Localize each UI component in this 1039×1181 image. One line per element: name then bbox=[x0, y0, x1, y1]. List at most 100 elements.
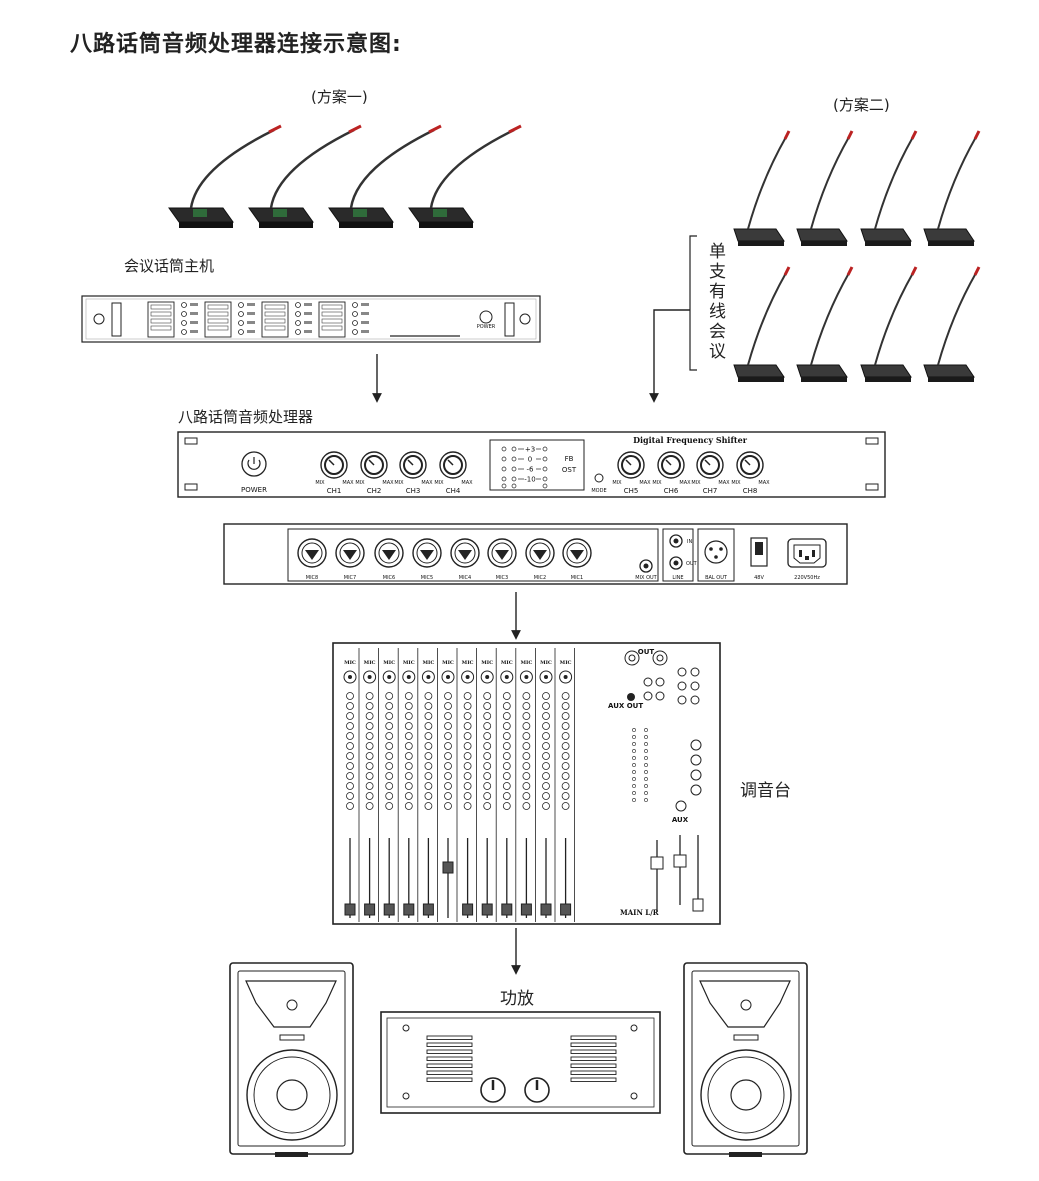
processor-brand: Digital Frequency Shifter bbox=[633, 435, 748, 445]
left-speaker bbox=[229, 962, 354, 1157]
mixer-channel-strip: MIC bbox=[421, 648, 438, 922]
knob-max-text: MAX bbox=[421, 480, 433, 486]
mixer-level-meter bbox=[632, 728, 648, 802]
mixer-out-text: OUT bbox=[638, 648, 655, 656]
xlr-input-label: MIC3 bbox=[496, 575, 508, 581]
receiver-slot bbox=[261, 301, 312, 338]
xlr-input: MIC3 bbox=[487, 538, 517, 581]
host-power-text: POWER bbox=[477, 324, 496, 330]
knob-max-text: MAX bbox=[679, 480, 691, 486]
xlr-input-label: MIC7 bbox=[344, 575, 356, 581]
mixer-channel-strip: MIC bbox=[343, 648, 360, 922]
wired-desk-mic bbox=[796, 130, 854, 246]
xlr-input: MIC8 bbox=[297, 538, 327, 581]
mixer-master-section: OUT AUX OUT AUX MAIN L/R bbox=[608, 648, 704, 917]
mixer-channel-strip: MIC bbox=[402, 648, 419, 922]
mixer-mic-text: MIC bbox=[501, 660, 513, 666]
mixer-mic-text: MIC bbox=[364, 660, 376, 666]
scheme2-label: (方案二) bbox=[833, 96, 890, 114]
mode-text: MODE bbox=[591, 488, 606, 494]
rear-power-text: 220V50Hz bbox=[794, 575, 820, 581]
mixer-mic-text: MIC bbox=[422, 660, 434, 666]
mixer-aux-text: AUX bbox=[672, 816, 689, 824]
rear-in-text: IN bbox=[687, 539, 692, 545]
gooseneck-mic bbox=[408, 124, 522, 228]
scheme1-label: (方案一) bbox=[311, 88, 368, 106]
knob-max-text: MAX bbox=[342, 480, 354, 486]
channel-label: CH6 bbox=[664, 487, 679, 495]
xlr-input: MIC6 bbox=[374, 538, 404, 581]
conference-host: POWER bbox=[81, 295, 541, 343]
mixer-mic-text: MIC bbox=[540, 660, 552, 666]
wired-desk-mic bbox=[860, 130, 918, 246]
xlr-input: MIC1 bbox=[562, 538, 592, 581]
xlr-input: MIC4 bbox=[450, 538, 480, 581]
wired-mic-label: 单支有线会议 bbox=[705, 242, 725, 362]
knob-max-text: MAX bbox=[639, 480, 651, 486]
rear-xlr-inputs: MIC8 MIC7 MIC6 MIC5 MIC4 MIC3 MIC2 MIC1 bbox=[297, 538, 592, 581]
knob-min-text: MIX bbox=[315, 480, 325, 486]
mixer-mic-text: MIC bbox=[481, 660, 493, 666]
mixer-channel-strip: MIC bbox=[441, 648, 458, 922]
mixer-mic-text: MIC bbox=[560, 660, 572, 666]
rear-balout-text: BAL OUT bbox=[705, 575, 728, 581]
mixer-channel-strip: MIC bbox=[559, 648, 575, 922]
right-speaker bbox=[683, 962, 808, 1157]
amp-vents bbox=[426, 1035, 617, 1082]
wired-desk-mic bbox=[923, 266, 981, 382]
knob-min-text: MIX bbox=[355, 480, 365, 486]
mixer-channel-strip: MIC bbox=[461, 648, 478, 922]
xlr-input-label: MIC2 bbox=[534, 575, 546, 581]
channel-label: CH2 bbox=[367, 487, 382, 495]
meter-level-text: -6 bbox=[527, 466, 535, 474]
meter-level-text: +3 bbox=[525, 446, 535, 454]
scheme1-mics bbox=[168, 124, 522, 228]
xlr-input-label: MIC5 bbox=[421, 575, 433, 581]
wired-desk-mic bbox=[733, 130, 791, 246]
rear-mixout-text: MIX OUT bbox=[635, 575, 657, 581]
receiver-slot bbox=[147, 301, 198, 338]
receiver-slot bbox=[204, 301, 255, 338]
knob-max-text: MAX bbox=[382, 480, 394, 486]
mixer-mic-text: MIC bbox=[520, 660, 532, 666]
processor-power-text: POWER bbox=[241, 486, 267, 494]
receiver-slot bbox=[318, 301, 369, 338]
mixer-aux-out-text: AUX OUT bbox=[608, 702, 643, 710]
xlr-input-label: MIC1 bbox=[571, 575, 583, 581]
ost-text: OST bbox=[562, 466, 577, 474]
knob-max-text: MAX bbox=[758, 480, 770, 486]
knob-min-text: MIX bbox=[394, 480, 404, 486]
mixer-channel-strip: MIC bbox=[519, 648, 536, 922]
mixer-main-text: MAIN L/R bbox=[620, 908, 659, 917]
channel-label: CH8 bbox=[743, 487, 758, 495]
channel-label: CH1 bbox=[327, 487, 342, 495]
xlr-input-label: MIC8 bbox=[306, 575, 318, 581]
xlr-input-label: MIC4 bbox=[459, 575, 471, 581]
channel-label: CH7 bbox=[703, 487, 718, 495]
xlr-input-label: MIC6 bbox=[383, 575, 395, 581]
meter-level-text: -10 bbox=[524, 476, 535, 484]
mixer-label: 调音台 bbox=[740, 781, 791, 801]
knob-min-text: MIX bbox=[652, 480, 662, 486]
channel-label: CH3 bbox=[406, 487, 421, 495]
mixer-mic-text: MIC bbox=[383, 660, 395, 666]
xlr-input: MIC2 bbox=[525, 538, 555, 581]
wired-desk-mic bbox=[796, 266, 854, 382]
amp-label: 功放 bbox=[500, 989, 534, 1009]
rear-line-text: LINE bbox=[672, 575, 683, 581]
xlr-input: MIC5 bbox=[412, 538, 442, 581]
processor-rear: MIC8 MIC7 MIC6 MIC5 MIC4 MIC3 MIC2 MIC1 MIX OUT… bbox=[223, 523, 848, 585]
processor-meter: +30-6-10 bbox=[501, 446, 548, 489]
mixer-mic-text: MIC bbox=[403, 660, 415, 666]
knob-min-text: MIX bbox=[731, 480, 741, 486]
scheme2-mics bbox=[733, 130, 981, 382]
knob-max-text: MAX bbox=[461, 480, 473, 486]
